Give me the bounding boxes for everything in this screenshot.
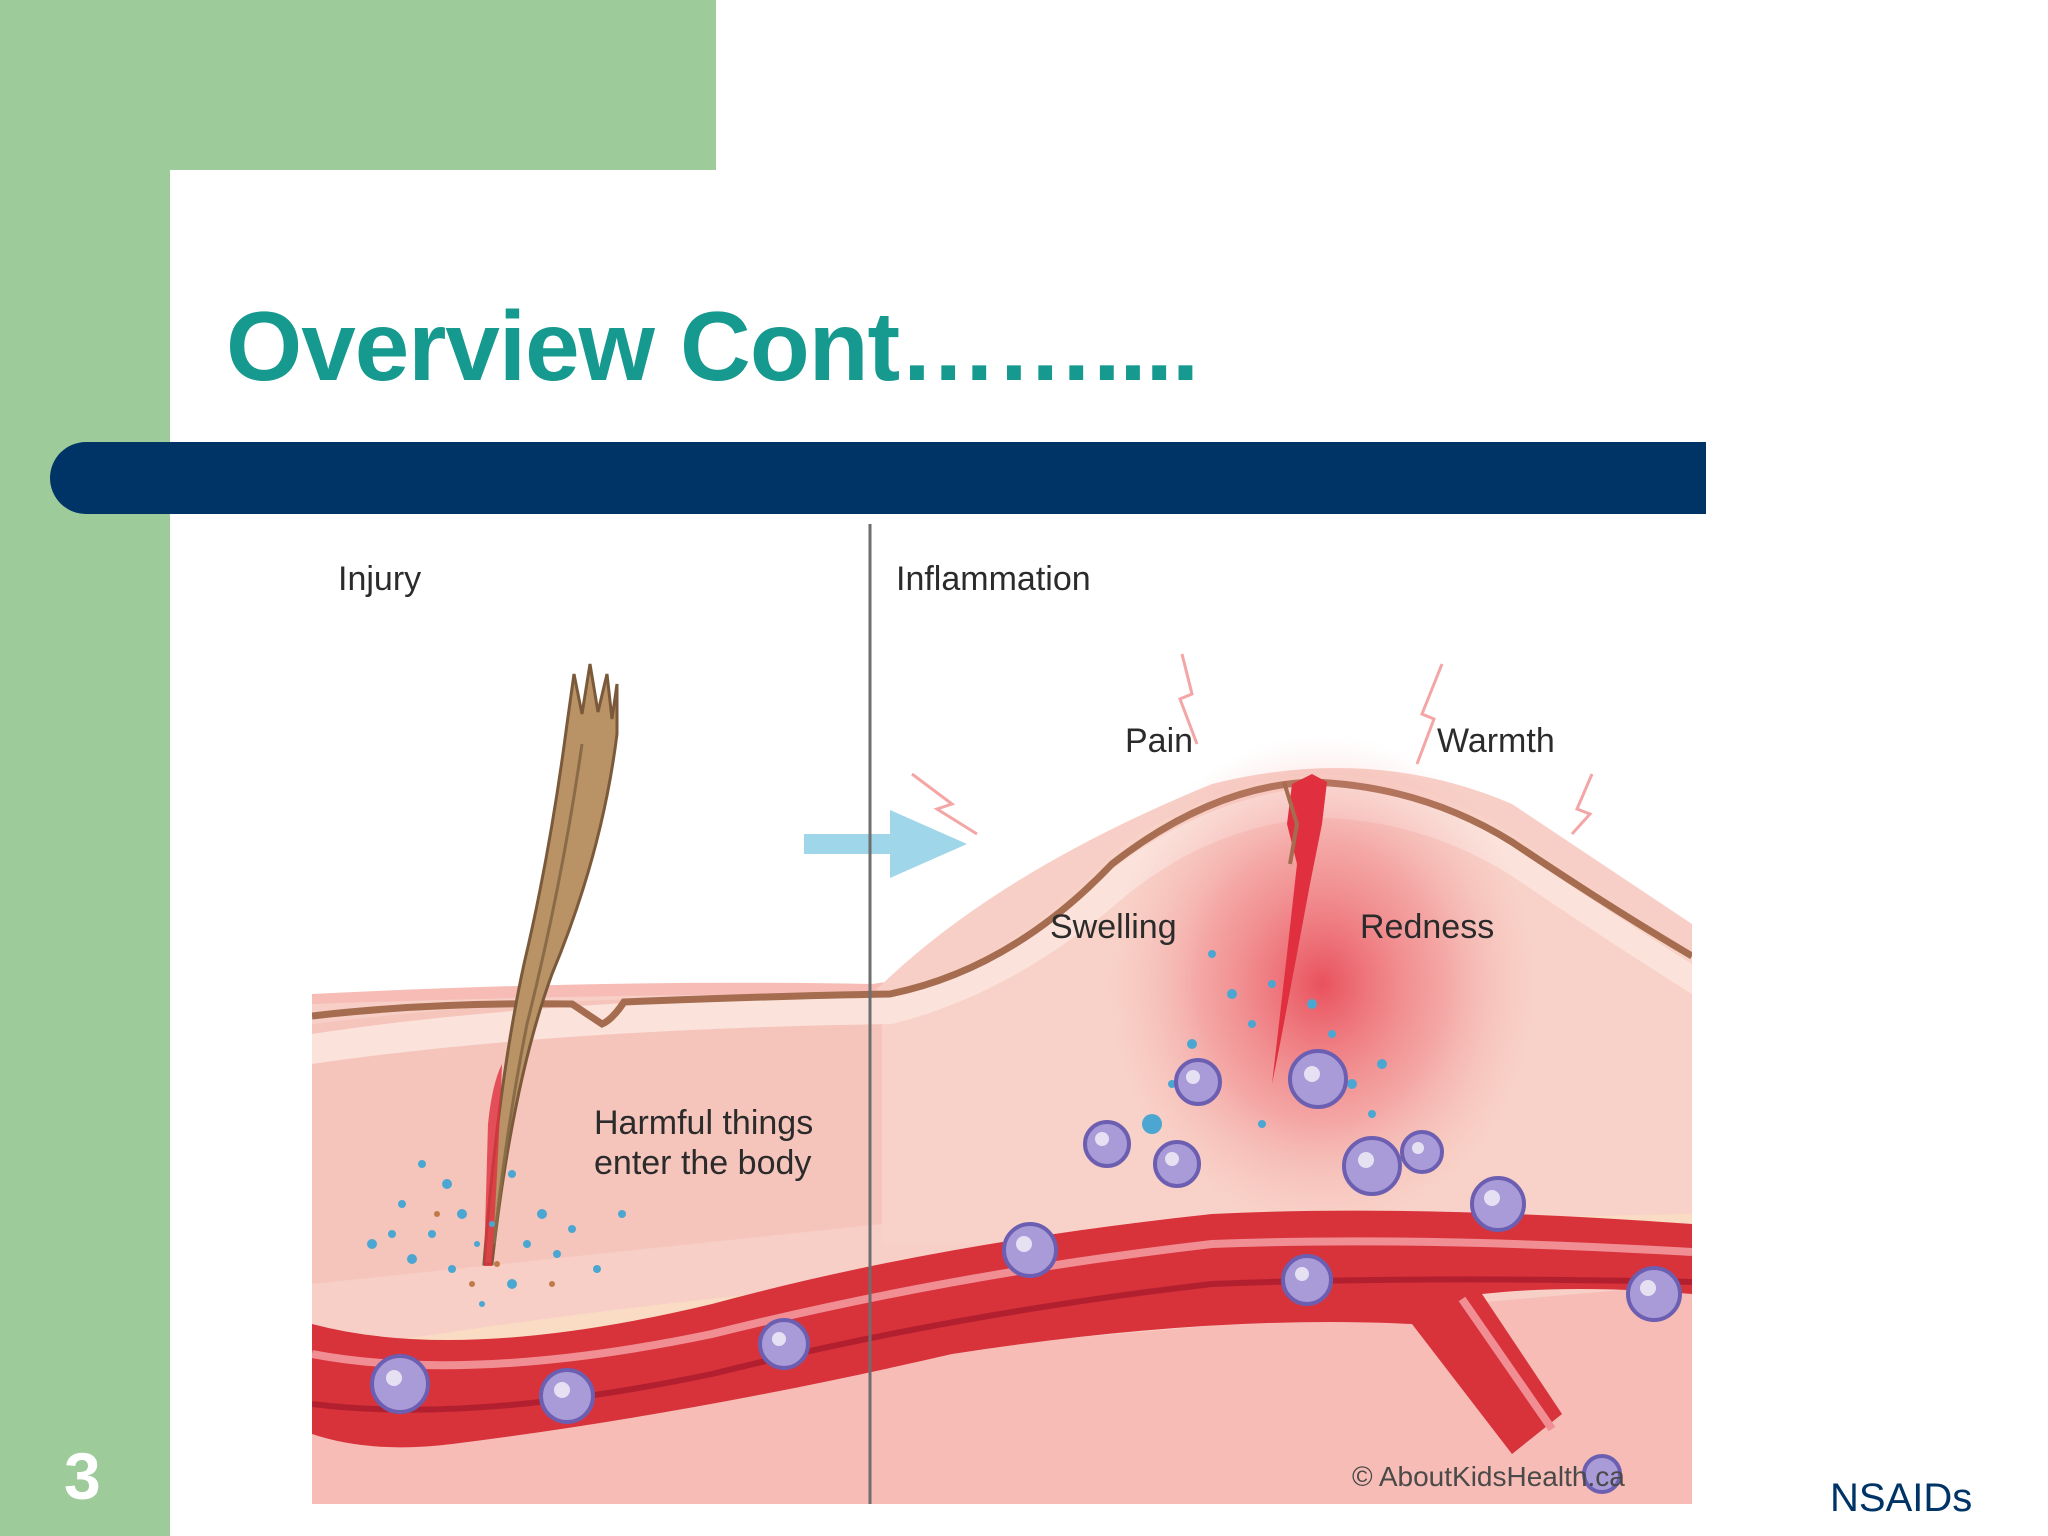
- label-injury: Injury: [338, 560, 421, 598]
- pain-zaps: [911, 653, 1594, 836]
- label-redness: Redness: [1360, 908, 1494, 946]
- label-pain: Pain: [1125, 722, 1193, 760]
- image-credit: © AboutKidsHealth.ca: [1352, 1461, 1625, 1492]
- label-harmful-line2: enter the body: [594, 1144, 811, 1182]
- wound-crack: [1272, 774, 1327, 1084]
- slide-title: Overview Cont……....: [226, 291, 1199, 401]
- label-warmth: Warmth: [1437, 722, 1555, 760]
- footer-text: NSAIDs: [1830, 1476, 1973, 1520]
- harmful-particles: [367, 1160, 626, 1307]
- epidermis: [312, 786, 1692, 1064]
- label-inflammation: Inflammation: [896, 560, 1091, 598]
- inflammation-illustration: Injury Inflammation Harmful things enter…: [312, 524, 1692, 1504]
- label-swelling: Swelling: [1050, 908, 1177, 946]
- transition-arrow: [804, 810, 967, 878]
- skin-left: [312, 994, 882, 1284]
- label-harmful-line1: Harmful things: [594, 1104, 813, 1142]
- green-frame-left: [0, 0, 170, 1536]
- blood-vessel: [312, 1210, 1692, 1454]
- slide-number: 3: [64, 1439, 101, 1513]
- immune-cells: [370, 1049, 1682, 1494]
- inflammation-particles: [1142, 950, 1387, 1134]
- green-frame-top: [0, 0, 716, 170]
- title-underline-bar: [50, 442, 1706, 514]
- redness-glow: [1102, 734, 1542, 1234]
